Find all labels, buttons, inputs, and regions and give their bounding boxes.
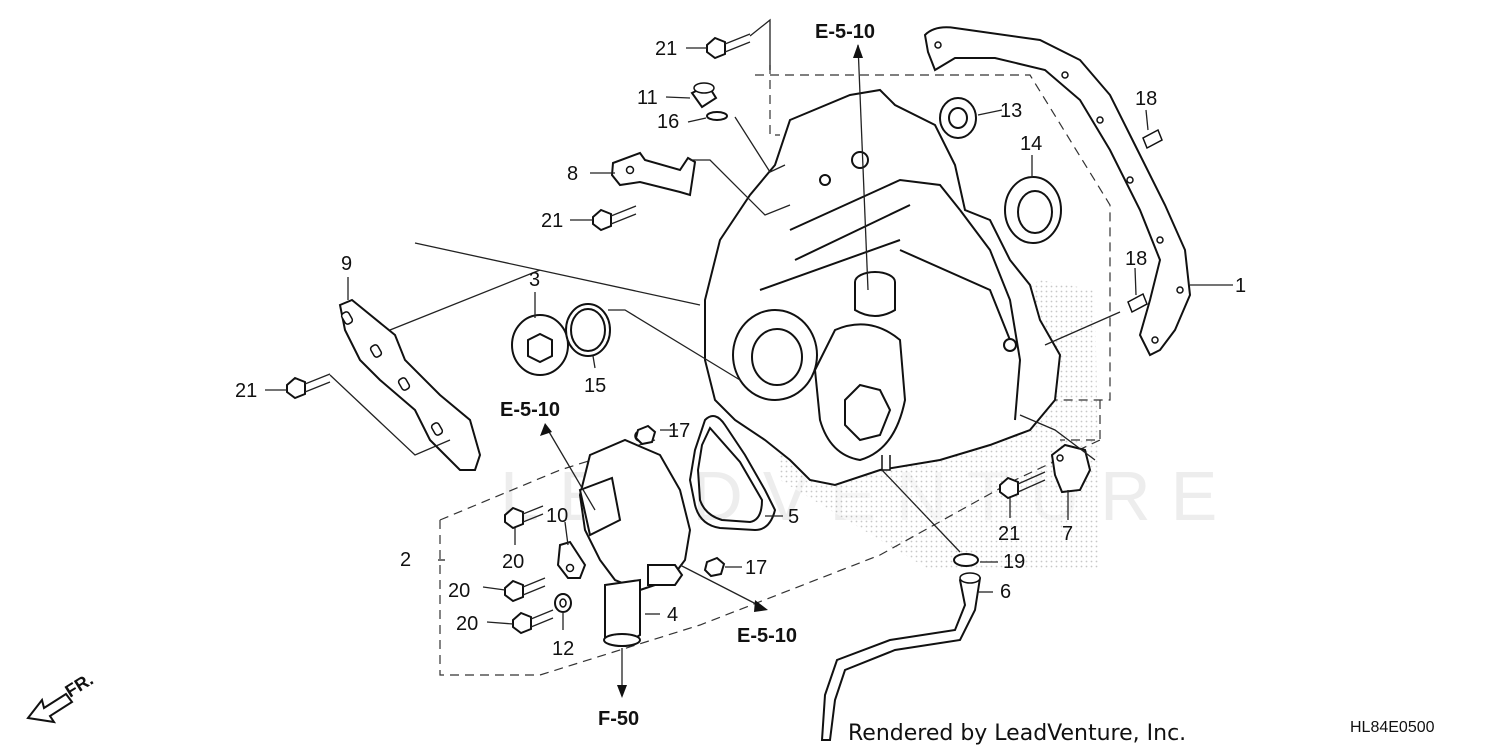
bolt-part-20-middle bbox=[504, 577, 546, 603]
callout-21-bracket: 21 bbox=[541, 210, 563, 232]
callout-2: 2 bbox=[400, 549, 411, 571]
callout-5: 5 bbox=[788, 506, 799, 528]
bearing-part-13 bbox=[939, 97, 977, 139]
oil-seal-part-14 bbox=[1004, 176, 1062, 244]
clamp-part-10 bbox=[556, 540, 587, 579]
o-ring-part-15 bbox=[565, 303, 611, 357]
callout-20-bottom: 20 bbox=[456, 613, 478, 635]
bolt-part-20-bottom bbox=[512, 609, 554, 635]
callout-21-top: 21 bbox=[655, 38, 677, 60]
callout-21-right: 21 bbox=[998, 523, 1020, 545]
reference-top: E-5-10 bbox=[815, 21, 875, 43]
callout-16: 16 bbox=[657, 111, 679, 133]
cap-part-3 bbox=[511, 314, 569, 376]
cap-part-17-upper bbox=[634, 424, 657, 446]
bolt-part-21-bracket bbox=[592, 205, 637, 232]
diagram-code: HL84E0500 bbox=[1350, 719, 1435, 736]
callout-10: 10 bbox=[546, 505, 568, 527]
pump-gasket-5-inner bbox=[696, 426, 764, 524]
front-arrow-icon bbox=[26, 692, 74, 724]
bracket-part-8 bbox=[610, 151, 697, 197]
dowel-pin-lower bbox=[1127, 292, 1148, 314]
bolt-part-21-left bbox=[286, 373, 331, 400]
cover-drain-nipple bbox=[881, 455, 891, 471]
callout-20-middle: 20 bbox=[448, 580, 470, 602]
clip-part-19 bbox=[953, 553, 979, 567]
cap-part-17-lower bbox=[703, 556, 726, 578]
pump-gasket-part-5 bbox=[688, 415, 777, 532]
washer-12-hole bbox=[559, 598, 567, 608]
o-ring-part-16 bbox=[706, 111, 728, 121]
cover-seal-bore-inner bbox=[751, 328, 803, 386]
breather-tube-part-6 bbox=[820, 572, 982, 741]
callout-20-top: 20 bbox=[502, 551, 524, 573]
callout-6: 6 bbox=[1000, 581, 1011, 603]
cover-rib-upper bbox=[759, 178, 961, 291]
callout-17-upper: 17 bbox=[668, 420, 690, 442]
callout-8: 8 bbox=[567, 163, 578, 185]
gasket-part-1 bbox=[923, 26, 1192, 357]
reference-bottom: E-5-10 bbox=[737, 625, 797, 647]
callout-7: 7 bbox=[1062, 523, 1073, 545]
cover-rib-right bbox=[899, 209, 1022, 421]
bolt-part-21-top bbox=[706, 33, 751, 60]
callout-18-lower: 18 bbox=[1125, 248, 1147, 270]
callout-15: 15 bbox=[584, 375, 606, 397]
stay-plate-part-9 bbox=[338, 298, 482, 471]
callout-13: 13 bbox=[1000, 100, 1022, 122]
plug-part-11 bbox=[690, 82, 718, 109]
reference-left: E-5-10 bbox=[500, 399, 560, 421]
pump-impeller-mount bbox=[844, 383, 892, 442]
callout-12: 12 bbox=[552, 638, 574, 660]
callout-3: 3 bbox=[529, 269, 540, 291]
reference-outlet: F-50 bbox=[598, 708, 639, 730]
bolt-part-20-top bbox=[504, 505, 544, 530]
callout-1: 1 bbox=[1235, 275, 1246, 297]
callout-18-upper: 18 bbox=[1135, 88, 1157, 110]
dowel-pin-upper bbox=[1142, 128, 1163, 150]
gasket-bolt-holes bbox=[934, 41, 1184, 344]
callout-4: 4 bbox=[667, 604, 678, 626]
callout-9: 9 bbox=[341, 253, 352, 275]
arrow-ref-outlet bbox=[617, 685, 627, 698]
arrow-ref-left bbox=[540, 423, 552, 436]
callout-17-lower: 17 bbox=[745, 557, 767, 579]
bracket-8-hole bbox=[625, 165, 635, 175]
stay-plate-9-holes bbox=[340, 311, 444, 436]
pump-inlet-pipe bbox=[578, 476, 622, 537]
pump-side-nipple bbox=[647, 564, 684, 586]
bracket-7-hole bbox=[1056, 454, 1064, 462]
clamp-10-hole bbox=[565, 563, 575, 573]
callout-21-left: 21 bbox=[235, 380, 257, 402]
pump-outlet-end bbox=[603, 633, 641, 647]
callout-11: 11 bbox=[637, 87, 658, 109]
arrow-ref-bottom bbox=[754, 600, 768, 612]
cover-boss-upper bbox=[851, 151, 869, 169]
footer-credit: Rendered by LeadVenture, Inc. bbox=[848, 721, 1186, 746]
pump-outlet-pipe-part-4 bbox=[604, 578, 641, 643]
o-ring-15-inner bbox=[570, 308, 606, 352]
cover-filler-neck bbox=[854, 282, 896, 317]
callout-19: 19 bbox=[1003, 551, 1025, 573]
arrow-ref-top bbox=[853, 44, 863, 58]
breather-tube-end bbox=[959, 572, 981, 584]
leader-lines bbox=[265, 18, 1233, 698]
bolt-part-21-right bbox=[999, 471, 1046, 500]
cover-boss-small bbox=[819, 174, 831, 186]
cover-assembly-outline bbox=[755, 65, 1111, 441]
cover-bolt-boss bbox=[1003, 338, 1017, 352]
callout-14: 14 bbox=[1020, 133, 1042, 155]
